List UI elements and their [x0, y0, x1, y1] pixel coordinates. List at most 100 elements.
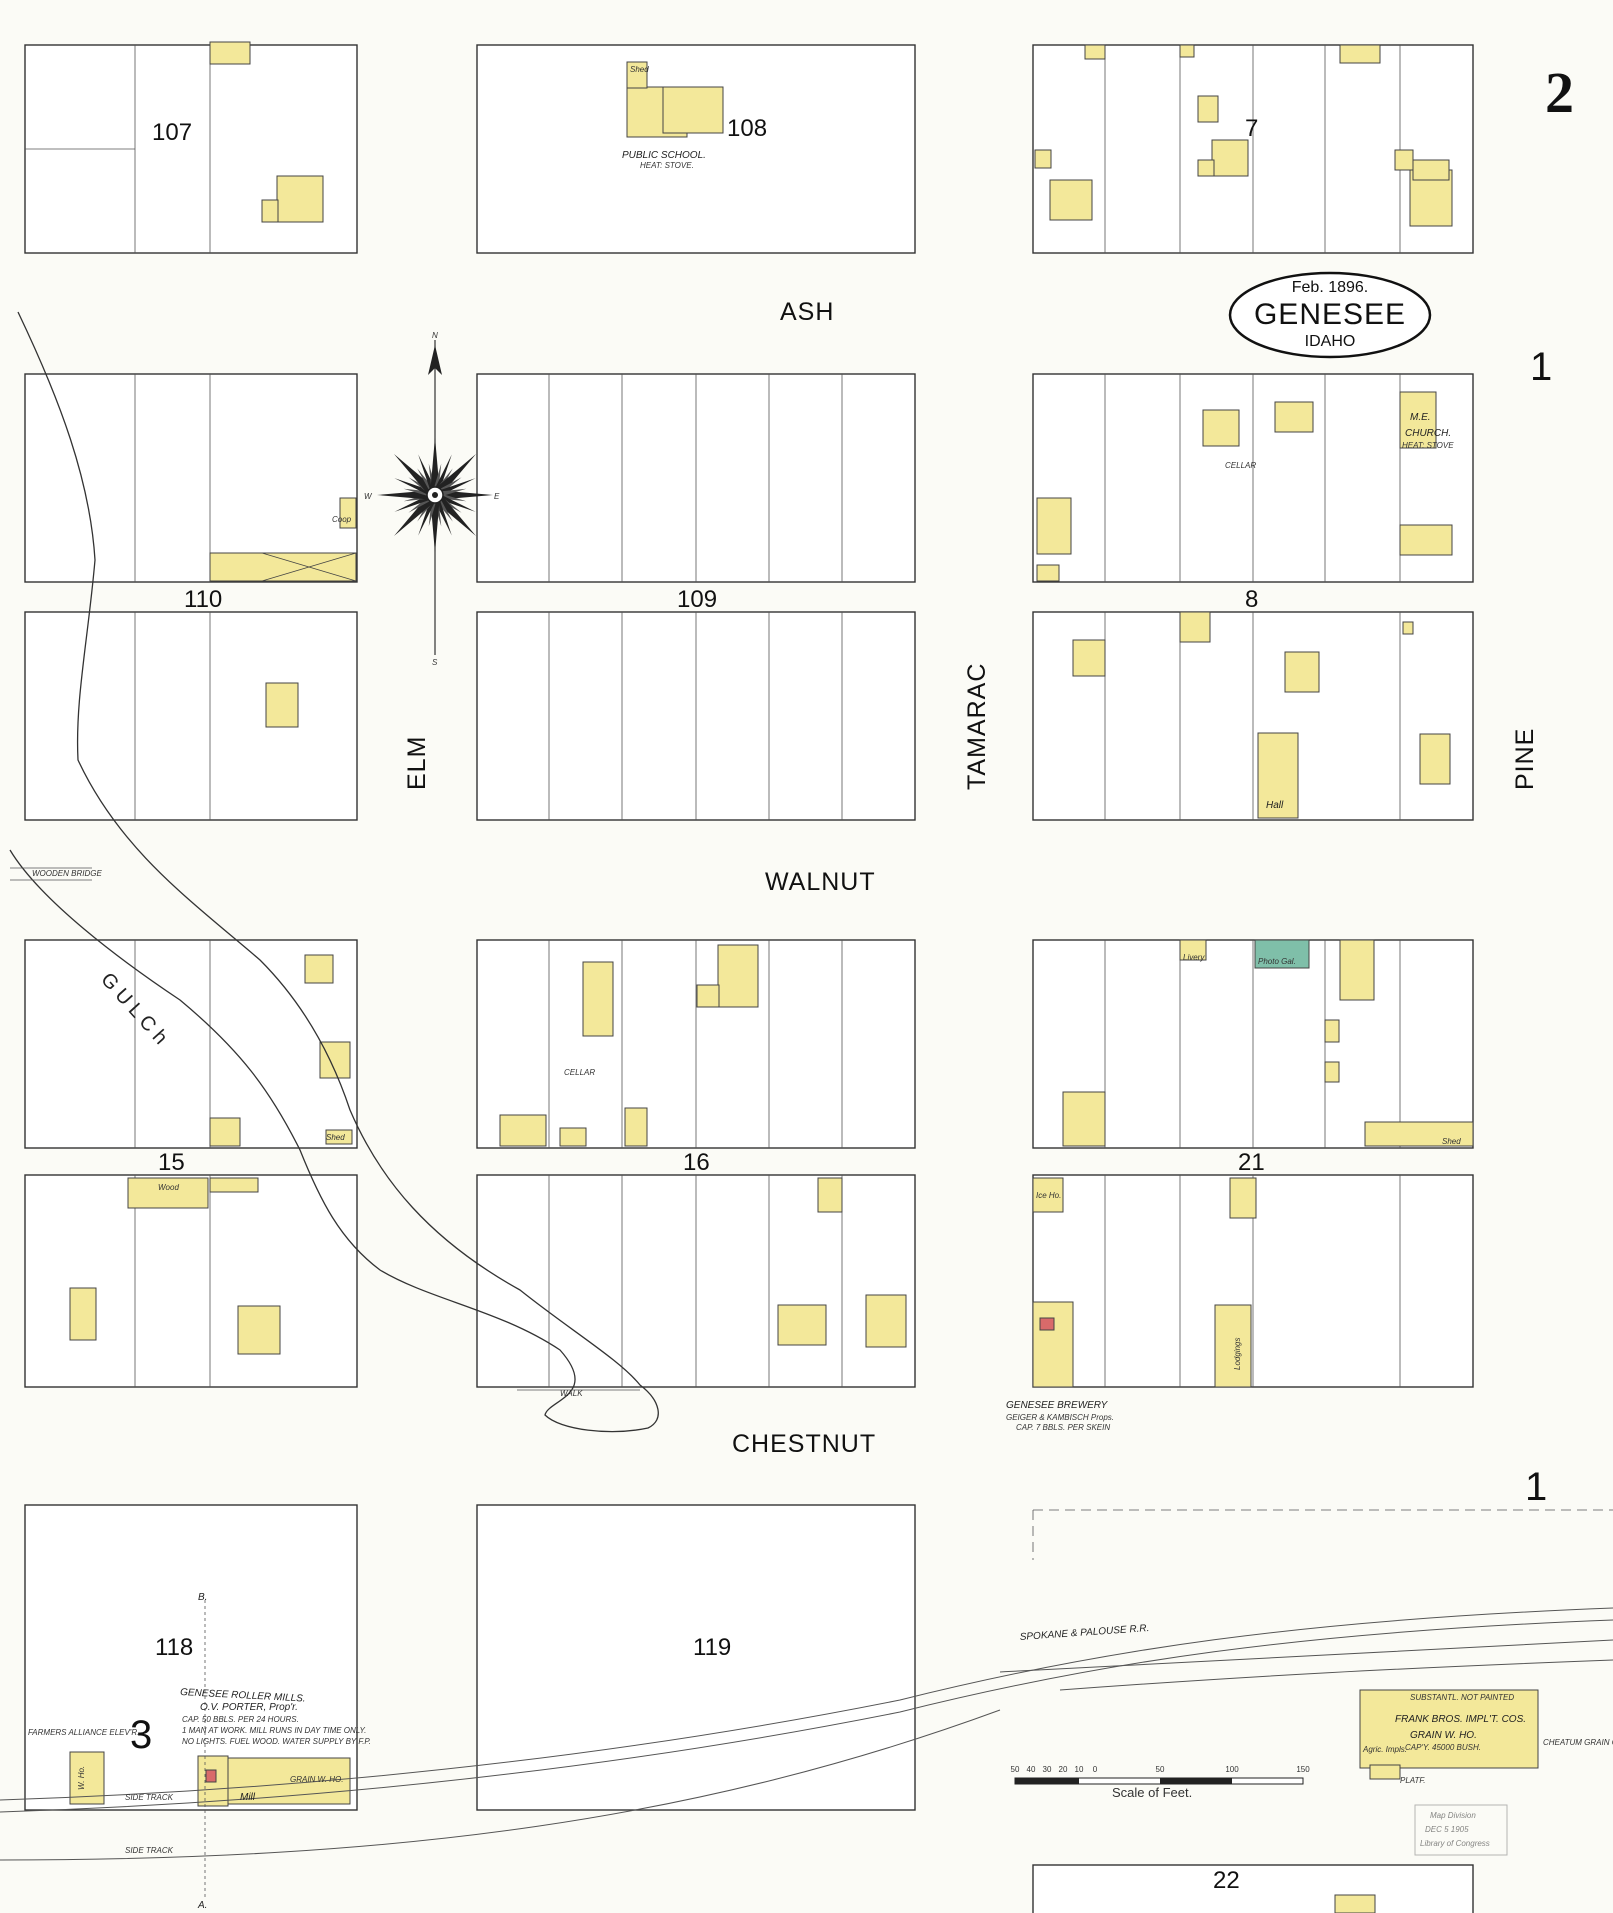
block-number-108: 108	[727, 115, 767, 142]
church-label: CHURCH.	[1405, 428, 1451, 439]
map-date: Feb. 1896.	[1292, 279, 1369, 296]
block-number-15: 15	[158, 1149, 185, 1176]
scale-label: Scale of Feet.	[1112, 1785, 1192, 1800]
cheatum-label: CHEATUM GRAIN CO. W. HO.	[1543, 1738, 1613, 1747]
mills-note-2: 1 MAN AT WORK. MILL RUNS IN DAY TIME ONL…	[182, 1726, 366, 1735]
street-ash: ASH	[780, 298, 834, 326]
hall-label: Hall	[1266, 800, 1284, 811]
block-16	[476, 1174, 916, 1388]
cellar-label: CELLAR	[1225, 461, 1256, 470]
scale-tick-label: 10	[1075, 1765, 1084, 1774]
genesee-brewery-label: GENESEE BREWERY	[1006, 1400, 1109, 1411]
block-119	[476, 1504, 916, 1811]
block-8-north	[1032, 373, 1474, 583]
warehouse-label: W. Ho.	[77, 1766, 86, 1790]
stamp-line-2: DEC 5 1905	[1425, 1825, 1469, 1834]
frank-bros-name: FRANK BROS. IMPL'T. COS.	[1395, 1714, 1526, 1725]
block-8	[1032, 611, 1474, 821]
compass-ray	[394, 478, 437, 498]
street-tamarac: TAMARAC	[963, 663, 991, 790]
compass-ray	[433, 492, 476, 512]
public-school-label: PUBLIC SCHOOL.	[622, 150, 706, 161]
block-number-22: 22	[1213, 1867, 1240, 1894]
section-b-label: B.	[198, 1592, 207, 1603]
block-15-north	[24, 939, 358, 1149]
livery-label: Livery	[1183, 953, 1205, 962]
block-15	[24, 1174, 358, 1388]
block-108	[476, 44, 916, 254]
compass-rose: N S E W	[364, 331, 500, 667]
block-number-7: 7	[1245, 115, 1258, 142]
mills-prop-label: O.V. PORTER, Prop'r.	[200, 1702, 298, 1713]
section-a-label: A.	[197, 1900, 207, 1911]
street-pine: PINE	[1511, 728, 1539, 790]
scale-tick-label: 100	[1225, 1765, 1239, 1774]
compass-ray	[431, 453, 477, 499]
public-school-heat-label: HEAT: STOVE.	[640, 161, 694, 170]
frank-bros-note-1: SUBSTANTL. NOT PAINTED	[1410, 1693, 1514, 1702]
compass-west: W	[364, 492, 373, 501]
agric-impls-label: Agric. Impls.	[1362, 1745, 1407, 1754]
map-state: IDAHO	[1305, 333, 1356, 350]
lodgings-label: Lodgings	[1233, 1338, 1242, 1370]
block-21-north	[1032, 939, 1474, 1149]
platform-label: PLATF.	[1400, 1776, 1426, 1785]
scale-tick-label: 0	[1093, 1765, 1098, 1774]
shed-label: Shed	[326, 1133, 345, 1142]
block-16-north	[476, 939, 916, 1149]
compass-ray	[393, 453, 439, 499]
frank-bros-cap: CAP'Y. 45000 BUSH.	[1405, 1743, 1481, 1752]
title-cartouche: Feb. 1896. GENESEE IDAHO	[1228, 271, 1432, 359]
block-number-110: 110	[184, 586, 222, 613]
gulch-outline	[9, 311, 659, 1433]
block-109-south	[476, 611, 916, 821]
grain-warehouse-label: GRAIN W. HO.	[290, 1775, 343, 1784]
stamp-line-3: Library of Congress	[1420, 1839, 1490, 1848]
church-heat-label: HEAT: STOVE	[1402, 441, 1454, 450]
sheet-number: 2	[1545, 60, 1574, 125]
block-22-frank-bros	[1032, 1509, 1613, 1780]
scale-tick-label: 30	[1043, 1765, 1052, 1774]
walk-label: WALK	[560, 1389, 583, 1398]
scale-tick-label: 50	[1011, 1765, 1020, 1774]
block-number-107: 107	[152, 119, 192, 146]
block-number-16: 16	[683, 1149, 710, 1176]
wood-shed-label: Wood	[158, 1183, 179, 1192]
spokane-palouse-railroad-label: SPOKANE & PALOUSE R.R.	[1019, 1623, 1149, 1643]
street-elm: ELM	[403, 736, 431, 790]
block-number-21: 21	[1238, 1149, 1265, 1176]
block-118	[24, 1504, 358, 1811]
me-church-label: M.E.	[1410, 412, 1431, 423]
compass-ray	[432, 454, 452, 497]
mills-note-1: CAP. 50 BBLS. PER 24 HOURS.	[182, 1715, 299, 1724]
compass-south: S	[432, 658, 438, 667]
photo-gallery-label: Photo Gal.	[1258, 957, 1296, 966]
block-109	[476, 373, 916, 583]
block-110	[24, 373, 358, 583]
block-number-8: 8	[1245, 586, 1258, 613]
adjoining-sheet-lower: 1	[1525, 1465, 1547, 1509]
compass-ray	[431, 491, 477, 537]
block-22	[1032, 1864, 1474, 1913]
brewery-cap-label: CAP. 7 BBLS. PER SKEIN	[1016, 1423, 1110, 1432]
mill-label: Mill	[240, 1792, 256, 1803]
side-track-label-1: SIDE TRACK	[125, 1793, 174, 1802]
farmers-alliance-elevator-label: FARMERS ALLIANCE ELEV'R.	[28, 1728, 139, 1737]
side-track-label-2: SIDE TRACK	[125, 1846, 174, 1855]
school-shed-label: Shed	[630, 65, 649, 74]
compass-ray	[393, 491, 439, 537]
block-7	[1032, 44, 1474, 254]
street-chestnut: CHESTNUT	[732, 1430, 876, 1458]
block-107	[24, 41, 358, 254]
library-stamp: Map Division DEC 5 1905 Library of Congr…	[1414, 1804, 1508, 1856]
scale-tick-label: 50	[1156, 1765, 1165, 1774]
street-walnut: WALNUT	[765, 868, 876, 896]
wooden-bridge-label: WOODEN BRIDGE	[32, 869, 102, 878]
coop-label: Coop	[332, 515, 352, 524]
cellar-label-2: CELLAR	[564, 1068, 595, 1077]
ice-house-label: Ice Ho.	[1036, 1191, 1061, 1200]
compass-east: E	[494, 492, 500, 501]
scale-tick-label: 150	[1296, 1765, 1310, 1774]
block-number-109: 109	[677, 586, 717, 613]
